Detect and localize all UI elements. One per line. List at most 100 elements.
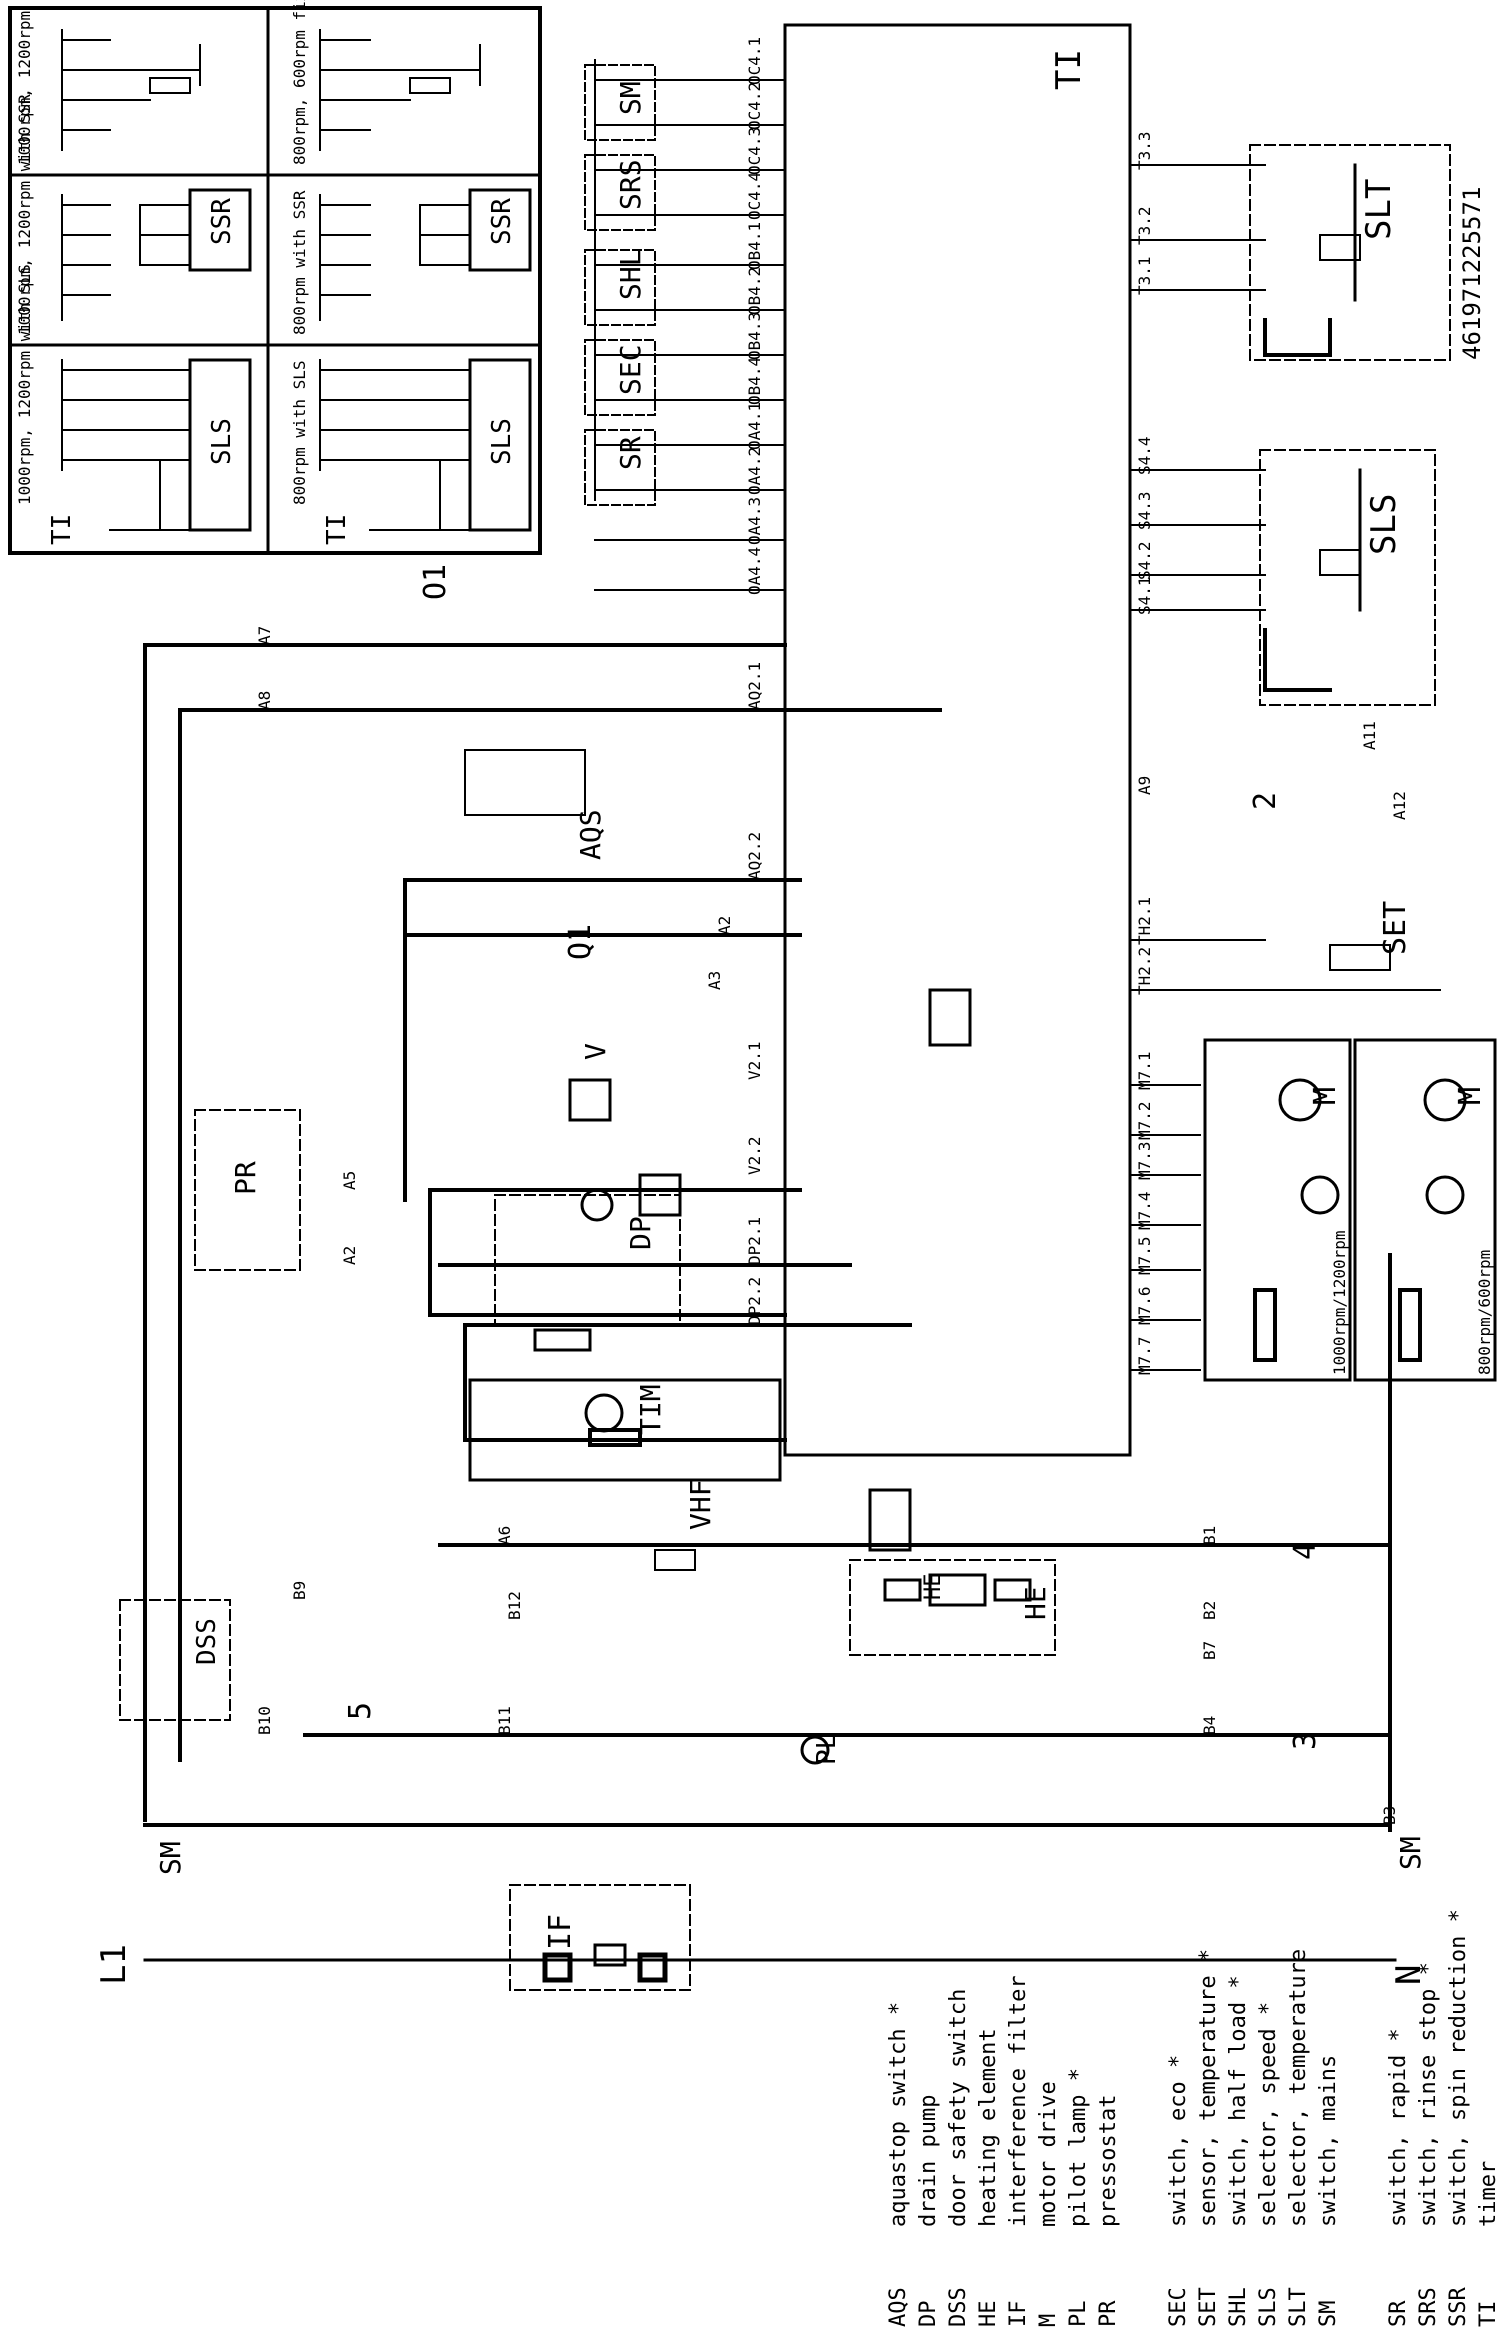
he-label-2: HE <box>921 1574 946 1601</box>
terminal-label: B7 <box>1200 1641 1219 1660</box>
terminal-label: M7.3 <box>1135 1141 1154 1180</box>
legend-desc: switch, rinse stop * <box>1416 1962 1441 2227</box>
terminal-label: M7.7 <box>1135 1336 1154 1375</box>
legend-code: PR <box>1096 2300 1121 2327</box>
terminal-label: B4 <box>1200 1716 1219 1735</box>
legend-desc: switch, spin reduction * <box>1446 1909 1471 2227</box>
terminal-label: OC4.2 <box>745 82 764 130</box>
sls-selector <box>1129 449 1436 706</box>
legend-desc: door safety switch <box>946 1989 971 2227</box>
terminal-label: S4.4 <box>1135 436 1154 475</box>
legend-desc: pressostat <box>1096 2095 1121 2227</box>
legend-desc: pilot lamp * <box>1066 2068 1091 2227</box>
inset-ssr-top <box>61 188 252 321</box>
terminal-label: A9 <box>1135 776 1154 795</box>
terminal-label: M7.6 <box>1135 1286 1154 1325</box>
switch-label: 4 <box>1288 1542 1323 1560</box>
v-label: V <box>579 1043 612 1060</box>
terminal-label: B1 <box>1200 1526 1219 1545</box>
inset-sls-top <box>61 358 252 532</box>
terminal-label: A12 <box>1390 791 1409 820</box>
dss-label: DSS <box>192 1618 222 1665</box>
switch-label: 2 <box>1248 792 1283 810</box>
inset-row2-0: 800rpm, 600rpm fix <box>290 0 309 165</box>
pr-label: PR <box>229 1161 262 1195</box>
legend-code: AQS <box>886 2287 911 2327</box>
inset-row1-2: 1000rpm, 1200rpm with SLS <box>15 264 34 505</box>
terminal-label: OC4.1 <box>745 37 764 85</box>
terminal-label: DP2.1 <box>745 1217 764 1265</box>
sls-inset-2: SLS <box>487 418 517 465</box>
switch-label: O1 <box>418 564 453 600</box>
terminal-label: B2 <box>1200 1601 1219 1620</box>
terminal-label: OB4.1 <box>745 222 764 270</box>
terminal-label: T3.1 <box>1135 256 1154 295</box>
left-components <box>119 749 1056 1991</box>
terminal-label: M7.1 <box>1135 1051 1154 1090</box>
ssr-label-2: SSR <box>487 198 517 245</box>
terminal-label: B3 <box>1380 1806 1399 1825</box>
terminal-label: A8 <box>255 691 274 710</box>
vhf-label: VHF <box>684 1479 717 1530</box>
sm-label-2: SM <box>1394 1836 1427 1870</box>
sr-label: SR <box>614 436 647 470</box>
inset-ti-1: TI <box>47 514 77 545</box>
inset-ti-2: TI <box>322 514 352 545</box>
inset-sls-bottom <box>319 358 532 532</box>
terminal-label: TH2.2 <box>1135 947 1154 995</box>
terminal-labels-right: T3.3T3.2T3.1S4.4S4.3S4.2S4.1A9TH2.1TH2.2… <box>1135 131 1154 1375</box>
legend-desc: timer <box>1476 2161 1500 2227</box>
terminal-label: B9 <box>290 1581 309 1600</box>
sls-label: SLS <box>1364 494 1404 555</box>
terminal-label: M7.5 <box>1135 1236 1154 1275</box>
legend-desc: drain pump <box>916 2095 941 2227</box>
timer-block <box>783 23 1132 1457</box>
sls-inset-1: SLS <box>207 418 237 465</box>
pl-label: PL <box>812 1734 842 1765</box>
legend-code: SSR <box>1446 2287 1471 2327</box>
legend-desc: switch, rapid * <box>1386 2028 1411 2227</box>
legend-code: DSS <box>946 2287 971 2327</box>
terminal-label: OB4.4 <box>745 357 764 405</box>
legend-code: SR <box>1386 2300 1411 2327</box>
terminal-label: S4.3 <box>1135 491 1154 530</box>
legend-code: SET <box>1196 2287 1221 2327</box>
inset-row1-1: 1000rpm, 1200rpm with SSR <box>15 94 34 335</box>
inset-ssr-bottom <box>319 188 532 321</box>
m-label-1: M <box>1308 1087 1343 1105</box>
tim-label: TIM <box>634 1384 667 1435</box>
terminal-label: OC4.3 <box>745 127 764 175</box>
terminal-label: OA4.1 <box>745 402 764 450</box>
legend-code: SM <box>1316 2301 1341 2328</box>
m-label-2: M <box>1453 1087 1488 1105</box>
terminal-label: T3.3 <box>1135 131 1154 170</box>
legend-code: M <box>1036 2314 1061 2327</box>
legend-desc: switch, half load * <box>1226 1975 1251 2227</box>
terminal-label: A2 <box>340 1246 359 1265</box>
legend-code: SHL <box>1226 2287 1251 2327</box>
terminal-label: A2 <box>715 916 734 935</box>
legend-code: TI <box>1476 2301 1500 2328</box>
terminal-label: B11 <box>495 1706 514 1735</box>
legend-desc: sensor, temperature * <box>1196 1949 1221 2227</box>
terminal-labels-left: AQ2.1AQ2.2A2A3V2.1V2.2DP2.1DP2.2A7A8A5A2… <box>255 626 764 1735</box>
inset-row1-0: 1000rpm, 1200rpm fix <box>15 0 34 165</box>
terminal-label: V2.2 <box>745 1136 764 1175</box>
legend-desc: heating element <box>976 2028 1001 2227</box>
terminal-label: M7.4 <box>1135 1191 1154 1230</box>
legend-desc: aquastop switch * <box>886 2002 911 2227</box>
part-number: 461971225571 <box>1458 187 1486 360</box>
he-label: HE <box>1019 1586 1052 1620</box>
terminal-label: S4.2 <box>1135 541 1154 580</box>
terminal-label: B10 <box>255 1706 274 1735</box>
slt-label: SLT <box>1359 179 1399 240</box>
terminal-label: A5 <box>340 1171 359 1190</box>
terminal-label: M7.2 <box>1135 1101 1154 1140</box>
terminal-label: T3.2 <box>1135 206 1154 245</box>
terminal-label: OA4.3 <box>745 497 764 545</box>
terminal-label: OB4.2 <box>745 267 764 315</box>
terminal-label: OA4.2 <box>745 447 764 495</box>
legend-code: IF <box>1006 2301 1031 2328</box>
